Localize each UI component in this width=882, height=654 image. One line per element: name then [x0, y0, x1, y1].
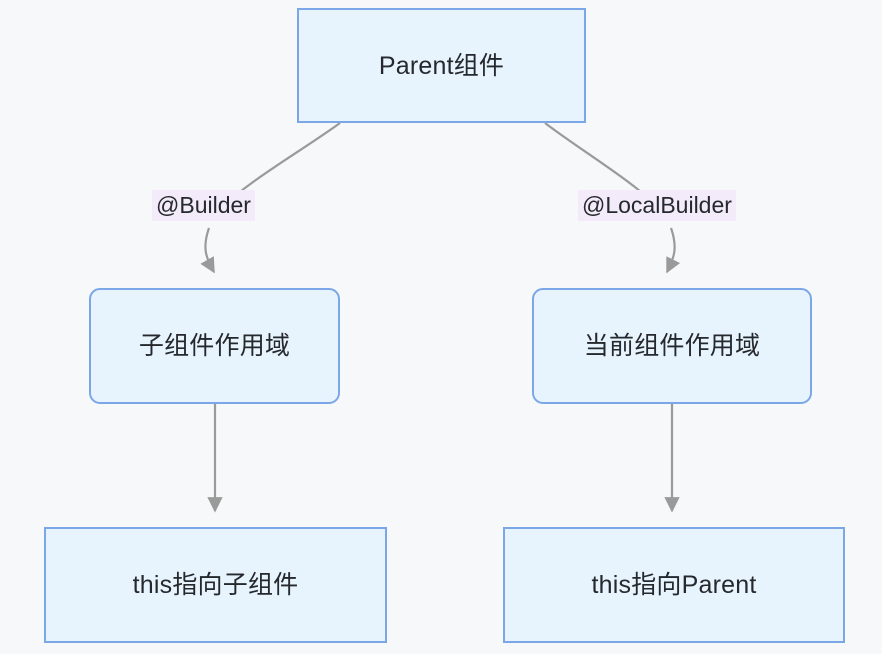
node-this-parent[interactable]: this指向Parent — [503, 527, 845, 643]
node-this-parent-label: this指向Parent — [591, 571, 757, 599]
edge-label-localbuilder: @LocalBuilder — [578, 190, 736, 221]
node-current-scope-label: 当前组件作用域 — [583, 332, 761, 360]
node-parent[interactable]: Parent组件 — [297, 8, 586, 123]
edge-label-builder: @Builder — [152, 190, 255, 221]
node-this-child[interactable]: this指向子组件 — [44, 527, 387, 643]
node-child-scope-label: 子组件作用域 — [138, 332, 291, 360]
edge-localbuilder-to-current-scope — [666, 227, 681, 274]
edge-builder-to-child-scope — [200, 227, 215, 274]
node-child-scope[interactable]: 子组件作用域 — [89, 288, 340, 404]
node-parent-label: Parent组件 — [378, 51, 505, 80]
node-current-scope[interactable]: 当前组件作用域 — [532, 288, 812, 404]
node-this-child-label: this指向子组件 — [132, 571, 299, 599]
